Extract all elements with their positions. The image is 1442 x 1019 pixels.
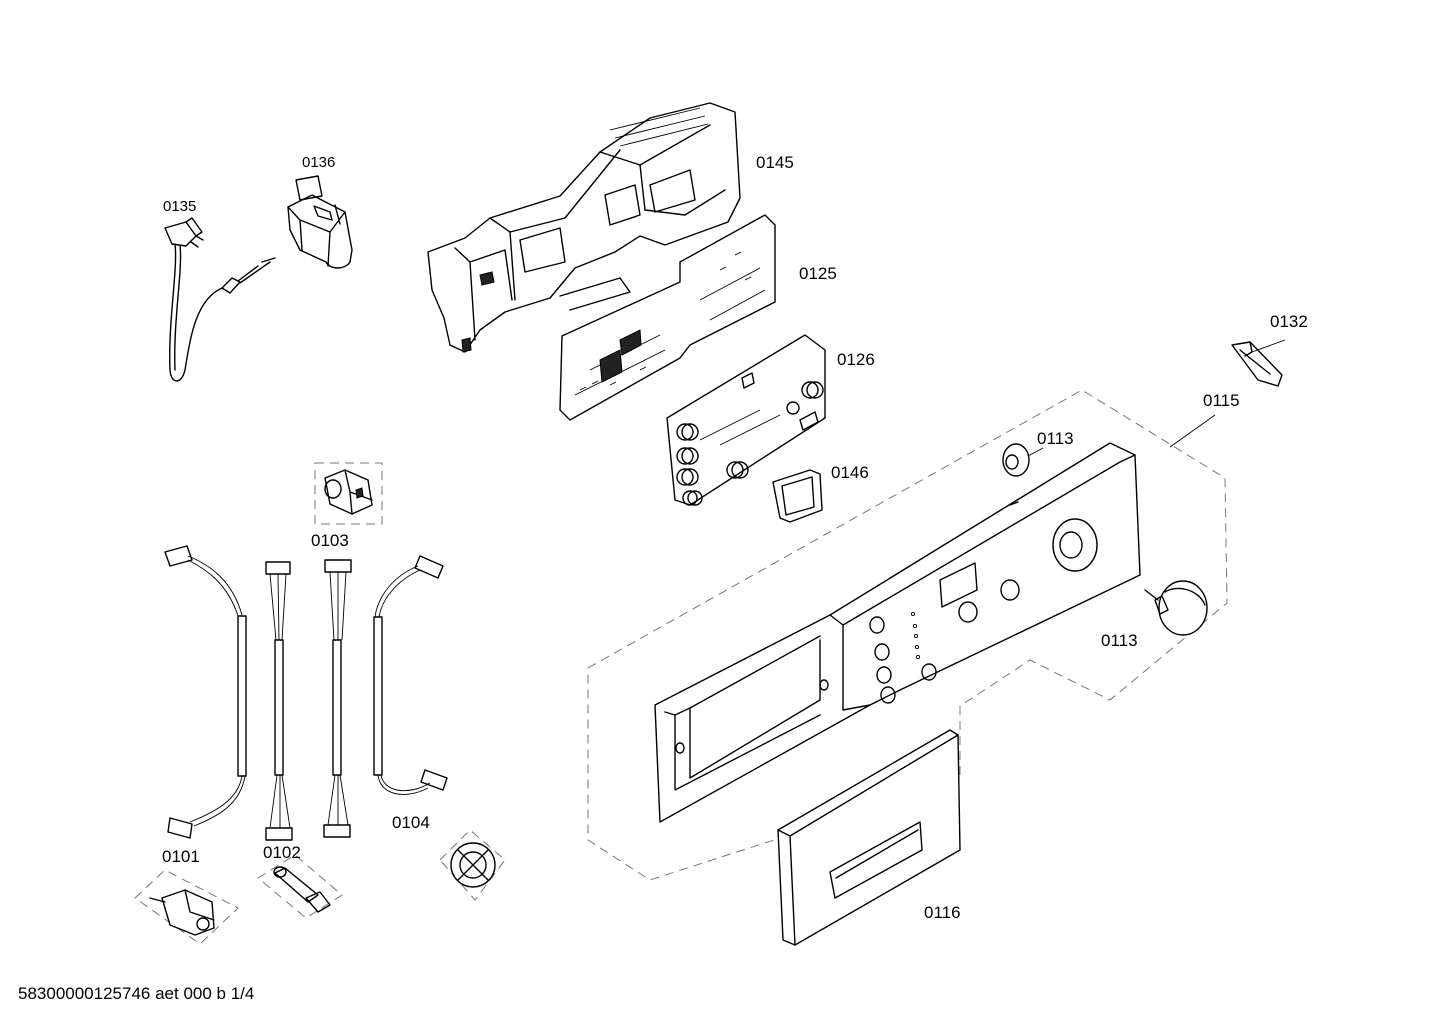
control-panel [654, 442, 1141, 823]
callout-0145: 0145 [756, 153, 794, 172]
assembly-outline-0115 [587, 389, 1228, 881]
valve-component [134, 869, 239, 945]
callout-0113-lower: 0113 [1101, 631, 1138, 650]
callout-0113-upper: 0113 [1037, 429, 1074, 448]
harness-0101 [164, 545, 247, 839]
harness-0102 [265, 559, 352, 841]
main-board-0125 [559, 214, 776, 421]
callout-0132: 0132 [1270, 312, 1308, 331]
control-board-0126 [666, 334, 826, 506]
callout-0146: 0146 [831, 463, 869, 482]
pressure-switch-component [439, 829, 506, 901]
filter-0136 [287, 175, 353, 269]
knob-upper-0113 [1002, 443, 1044, 477]
module-housing-0145 [427, 102, 741, 353]
display-0146 [772, 469, 823, 523]
callout-0135: 0135 [163, 198, 197, 215]
sensor-component [257, 854, 343, 919]
harness-0104 [373, 555, 448, 795]
drawer-front-0116 [777, 729, 961, 946]
callout-0103: 0103 [311, 531, 349, 550]
leader-0115 [1169, 414, 1216, 448]
drawing-number: 58300000125746 aet 000 b 1/4 [18, 984, 255, 1003]
component-0103 [314, 462, 383, 525]
callout-0125: 0125 [799, 264, 837, 283]
callout-0104: 0104 [392, 813, 430, 832]
power-cord-0135 [164, 217, 276, 382]
clip-0132 [1231, 339, 1286, 387]
callout-0116: 0116 [924, 903, 961, 922]
callout-0115: 0115 [1203, 391, 1240, 410]
knob-lower-0113 [1144, 580, 1208, 636]
callout-0101: 0101 [162, 847, 200, 866]
callout-0136: 0136 [302, 154, 336, 171]
callout-0126: 0126 [837, 350, 875, 369]
callout-0102: 0102 [263, 843, 301, 862]
